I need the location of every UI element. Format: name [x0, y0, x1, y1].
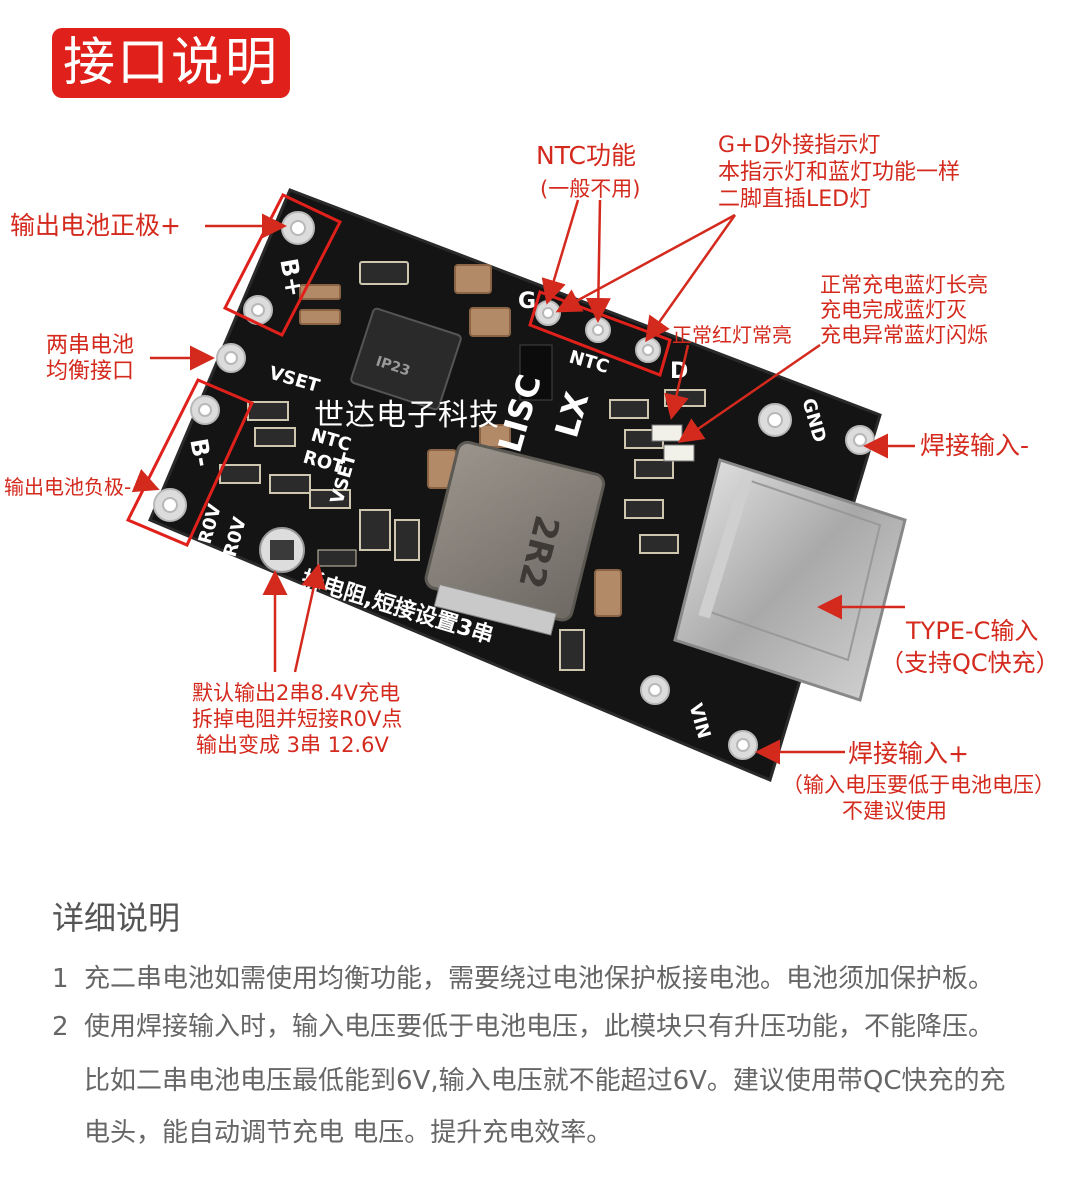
inductor — [424, 440, 606, 636]
pcb-board — [148, 188, 907, 783]
silk-bminus: B- — [184, 436, 216, 469]
page-title-badge: 接口说明 — [52, 28, 290, 98]
label-ntc-note: (一般不用) — [540, 177, 641, 201]
annotation-arrows — [131, 199, 915, 765]
label-bal-line1: 两串电池 — [46, 333, 135, 358]
details-item-1: 1 充二串电池如需使用均衡功能，需要绕过电池保护板接电池。电池须加保护板。 — [52, 964, 994, 994]
details-item-2-cont2: 电头，能自动调节充电 电压。提升充电效率。 — [84, 1118, 613, 1148]
details-title: 详细说明 — [52, 899, 181, 937]
label-typec-line1: TYPE-C输入 — [906, 617, 1039, 645]
label-red-led: 正常红灯常亮 — [672, 323, 792, 347]
label-ntc-func: NTC功能 — [536, 141, 636, 170]
details-item-2-text: 使用焊接输入时，输入电压要低于电池电压，此模块只有升压功能，不能降压。 — [84, 1012, 995, 1042]
label-gd-line1: G+D外接指示灯 — [718, 133, 881, 158]
details-item-1-text: 充二串电池如需使用均衡功能，需要绕过电池保护板接电池。电池须加保护板。 — [84, 964, 995, 994]
label-blue-line3: 充电异常蓝灯闪烁 — [820, 323, 988, 347]
details-item-1-num: 1 — [52, 964, 69, 994]
label-solder-neg: 焊接输入- — [920, 431, 1030, 460]
product-photo: B+ B- VSET NTC ROT VSET R0V R0V G D NTC … — [125, 188, 915, 783]
details-item-2-num: 2 — [52, 1012, 69, 1042]
label-default-line1: 默认输出2串8.4V充电 — [192, 681, 401, 705]
label-default-line3: 输出变成 3串 12.6V — [196, 733, 389, 757]
label-bat-pos: 输出电池正极+ — [10, 211, 181, 240]
label-bat-neg: 输出电池负极- — [4, 475, 132, 499]
label-typec-line2: （支持QC快充） — [880, 649, 1060, 677]
label-gd-line3: 二脚直插LED灯 — [718, 187, 872, 212]
watermark: 世达电子科技 — [314, 398, 500, 433]
silk-g: G — [518, 289, 536, 314]
label-solder-pos: 焊接输入+ — [848, 739, 969, 768]
label-default-line2: 拆掉电阻并短接R0V点 — [192, 707, 403, 731]
label-solder-pos-note2: 不建议使用 — [842, 799, 947, 823]
usb-c-connector — [673, 458, 907, 702]
label-blue-line2: 充电完成蓝灯灭 — [820, 298, 967, 322]
label-bal-line2: 均衡接口 — [46, 359, 135, 384]
details-item-2: 2 使用焊接输入时，输入电压要低于电池电压，此模块只有升压功能，不能降压。 — [52, 1012, 994, 1042]
details-item-2-cont1: 比如二串电池电压最低能到6V,输入电压就不能超过6V。建议使用带QC快充的充 — [84, 1066, 1006, 1096]
label-solder-pos-note1: （输入电压要低于电池电压） — [782, 773, 1055, 797]
label-blue-line1: 正常充电蓝灯长亮 — [820, 273, 988, 297]
label-gd-line2: 本指示灯和蓝灯功能一样 — [718, 160, 961, 185]
